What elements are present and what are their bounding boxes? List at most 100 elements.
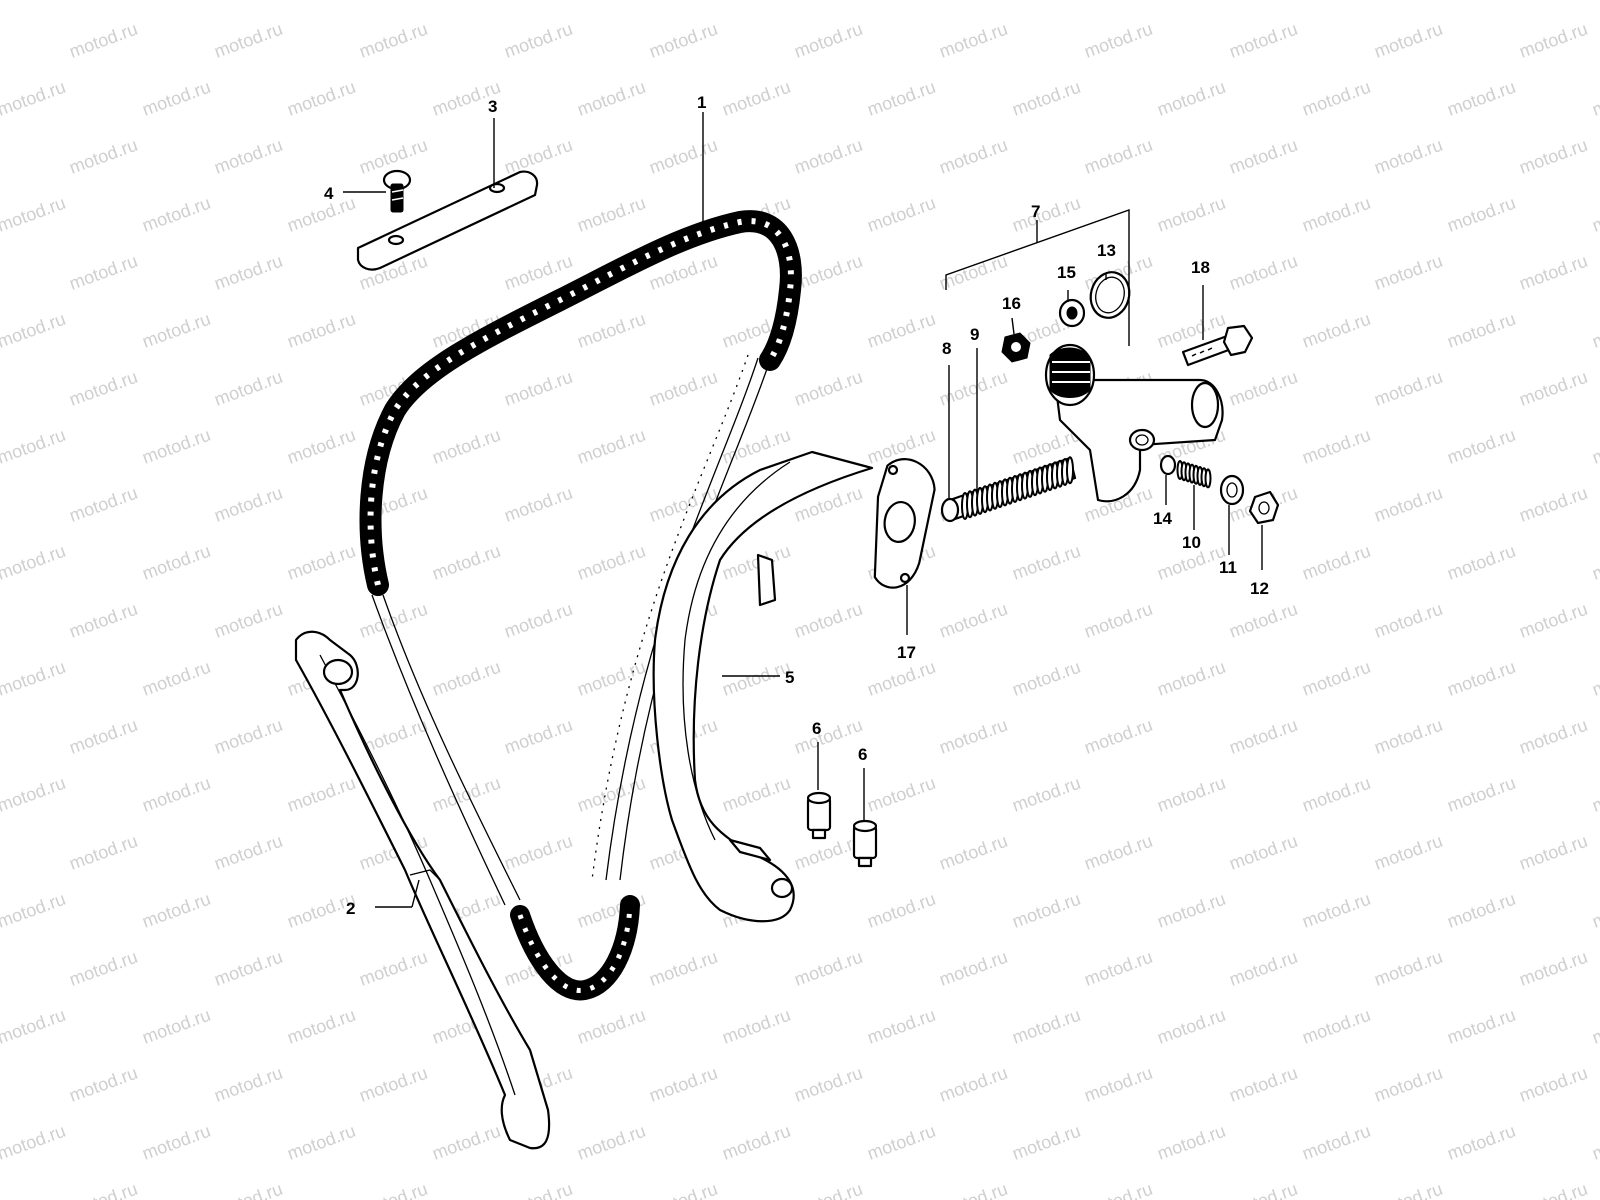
watermark-text: motod.ru [212, 19, 286, 62]
watermark-text: motod.ru [430, 0, 504, 4]
watermark-text: motod.ru [285, 1121, 359, 1164]
watermark-text: motod.ru [212, 831, 286, 874]
watermark-text: motod.ru [1445, 0, 1519, 4]
watermark-text: motod.ru [502, 483, 576, 526]
watermark-text: motod.ru [720, 1121, 794, 1164]
watermark-text: motod.ru [937, 367, 1011, 410]
watermark-text: motod.ru [212, 483, 286, 526]
watermark-text: motod.ru [1372, 947, 1446, 990]
watermark-text: motod.ru [67, 831, 141, 874]
watermark-text: motod.ru [212, 1179, 286, 1200]
watermark-text: motod.ru [575, 773, 649, 816]
watermark-text: motod.ru [502, 19, 576, 62]
callout-10: 10 [1182, 533, 1201, 552]
watermark-text: motod.ru [792, 251, 866, 294]
callout-2: 2 [346, 899, 355, 918]
screw-part [382, 169, 412, 213]
watermark-text: motod.ru [1155, 657, 1229, 700]
watermark-text: motod.ru [285, 773, 359, 816]
callout-3: 3 [488, 97, 497, 116]
watermark-text: motod.ru [1372, 483, 1446, 526]
watermark-text: motod.ru [1372, 599, 1446, 642]
watermark-text: motod.ru [67, 19, 141, 62]
short-spring-part [1176, 460, 1212, 489]
watermark-text: motod.ru [647, 135, 721, 178]
watermark-text: motod.ru [1372, 1179, 1446, 1200]
watermark-text: motod.ru [502, 715, 576, 758]
watermark-text: motod.ru [865, 1121, 939, 1164]
gasket-part [873, 458, 936, 589]
watermark-text: motod.ru [575, 425, 649, 468]
watermark-text: motod.ru [430, 541, 504, 584]
watermark-text: motod.ru [1445, 889, 1519, 932]
watermark-text: motod.ru [140, 1005, 214, 1048]
watermark-text: motod.ru [1227, 1063, 1301, 1106]
watermark-text: motod.ru [1082, 715, 1156, 758]
watermark-text: motod.ru [502, 367, 576, 410]
watermark-text: motod.ru [1300, 1121, 1374, 1164]
watermark-text: motod.ru [1082, 19, 1156, 62]
watermark-text: motod.ru [1590, 1121, 1600, 1164]
callout-8: 8 [942, 339, 951, 358]
watermark-text: motod.ru [1517, 367, 1591, 410]
watermark-text: motod.ru [865, 889, 939, 932]
watermark-text: motod.ru [647, 947, 721, 990]
callout-7: 7 [1031, 202, 1040, 221]
watermark-text: motod.ru [430, 1121, 504, 1164]
callout-9: 9 [970, 325, 979, 344]
watermark-text: motod.ru [792, 367, 866, 410]
watermark-text: motod.ru [1082, 599, 1156, 642]
watermark-text: motod.ru [1372, 19, 1446, 62]
watermark-text: motod.ru [1445, 541, 1519, 584]
watermark-text: motod.ru [1590, 773, 1600, 816]
watermark-text: motod.ru [1590, 541, 1600, 584]
watermark-text: motod.ru [865, 0, 939, 4]
watermark-text: motod.ru [1445, 1005, 1519, 1048]
watermark-text: motod.ru [357, 19, 431, 62]
watermark-text: motod.ru [647, 1179, 721, 1200]
lock-nut-part [1001, 332, 1031, 363]
watermark-text: motod.ru [575, 657, 649, 700]
watermark-text: motod.ru [0, 193, 68, 236]
watermark-text: motod.ru [1010, 1121, 1084, 1164]
watermark-text: motod.ru [1517, 947, 1591, 990]
watermark-text: motod.ru [1372, 715, 1446, 758]
watermark-text: motod.ru [1082, 1063, 1156, 1106]
dowel-pin-left [806, 791, 832, 840]
watermark-text: motod.ru [0, 77, 68, 120]
watermark-text: motod.ru [575, 1121, 649, 1164]
watermark-text: motod.ru [140, 425, 214, 468]
watermark-text: motod.ru [1517, 1179, 1591, 1200]
watermark-text: motod.ru [357, 1179, 431, 1200]
watermark-text: motod.ru [792, 715, 866, 758]
watermark-text: motod.ru [1227, 251, 1301, 294]
watermark-text: motod.ru [285, 0, 359, 4]
watermark-text: motod.ru [140, 657, 214, 700]
callout-17: 17 [897, 643, 916, 662]
watermark-text: motod.ru [357, 1063, 431, 1106]
dowel-pin-right [852, 819, 878, 868]
watermark-text: motod.ru [0, 1005, 68, 1048]
watermark-text: motod.ru [720, 1005, 794, 1048]
watermark-text: motod.ru [67, 135, 141, 178]
watermark-text: motod.ru [67, 947, 141, 990]
watermark-text: motod.ru [1517, 135, 1591, 178]
watermark-text: motod.ru [1082, 947, 1156, 990]
watermark-text: motod.ru [140, 1121, 214, 1164]
watermark-text: motod.ru [140, 773, 214, 816]
watermark-text: motod.ru [0, 541, 68, 584]
watermark-text: motod.ru [67, 251, 141, 294]
watermark-text: motod.ru [1590, 193, 1600, 236]
watermark-text: motod.ru [1445, 425, 1519, 468]
watermark-text: motod.ru [792, 599, 866, 642]
watermark-text: motod.ru [285, 77, 359, 120]
leader-lines [343, 112, 1263, 908]
watermark-text: motod.ru [1372, 135, 1446, 178]
watermark-text: motod.ru [1445, 193, 1519, 236]
watermark-text: motod.ru [212, 947, 286, 990]
watermark-text: motod.ru [937, 19, 1011, 62]
watermark-text: motod.ru [0, 0, 68, 4]
chain-tensioner-arm [652, 450, 874, 923]
watermark-text: motod.ru [1372, 367, 1446, 410]
